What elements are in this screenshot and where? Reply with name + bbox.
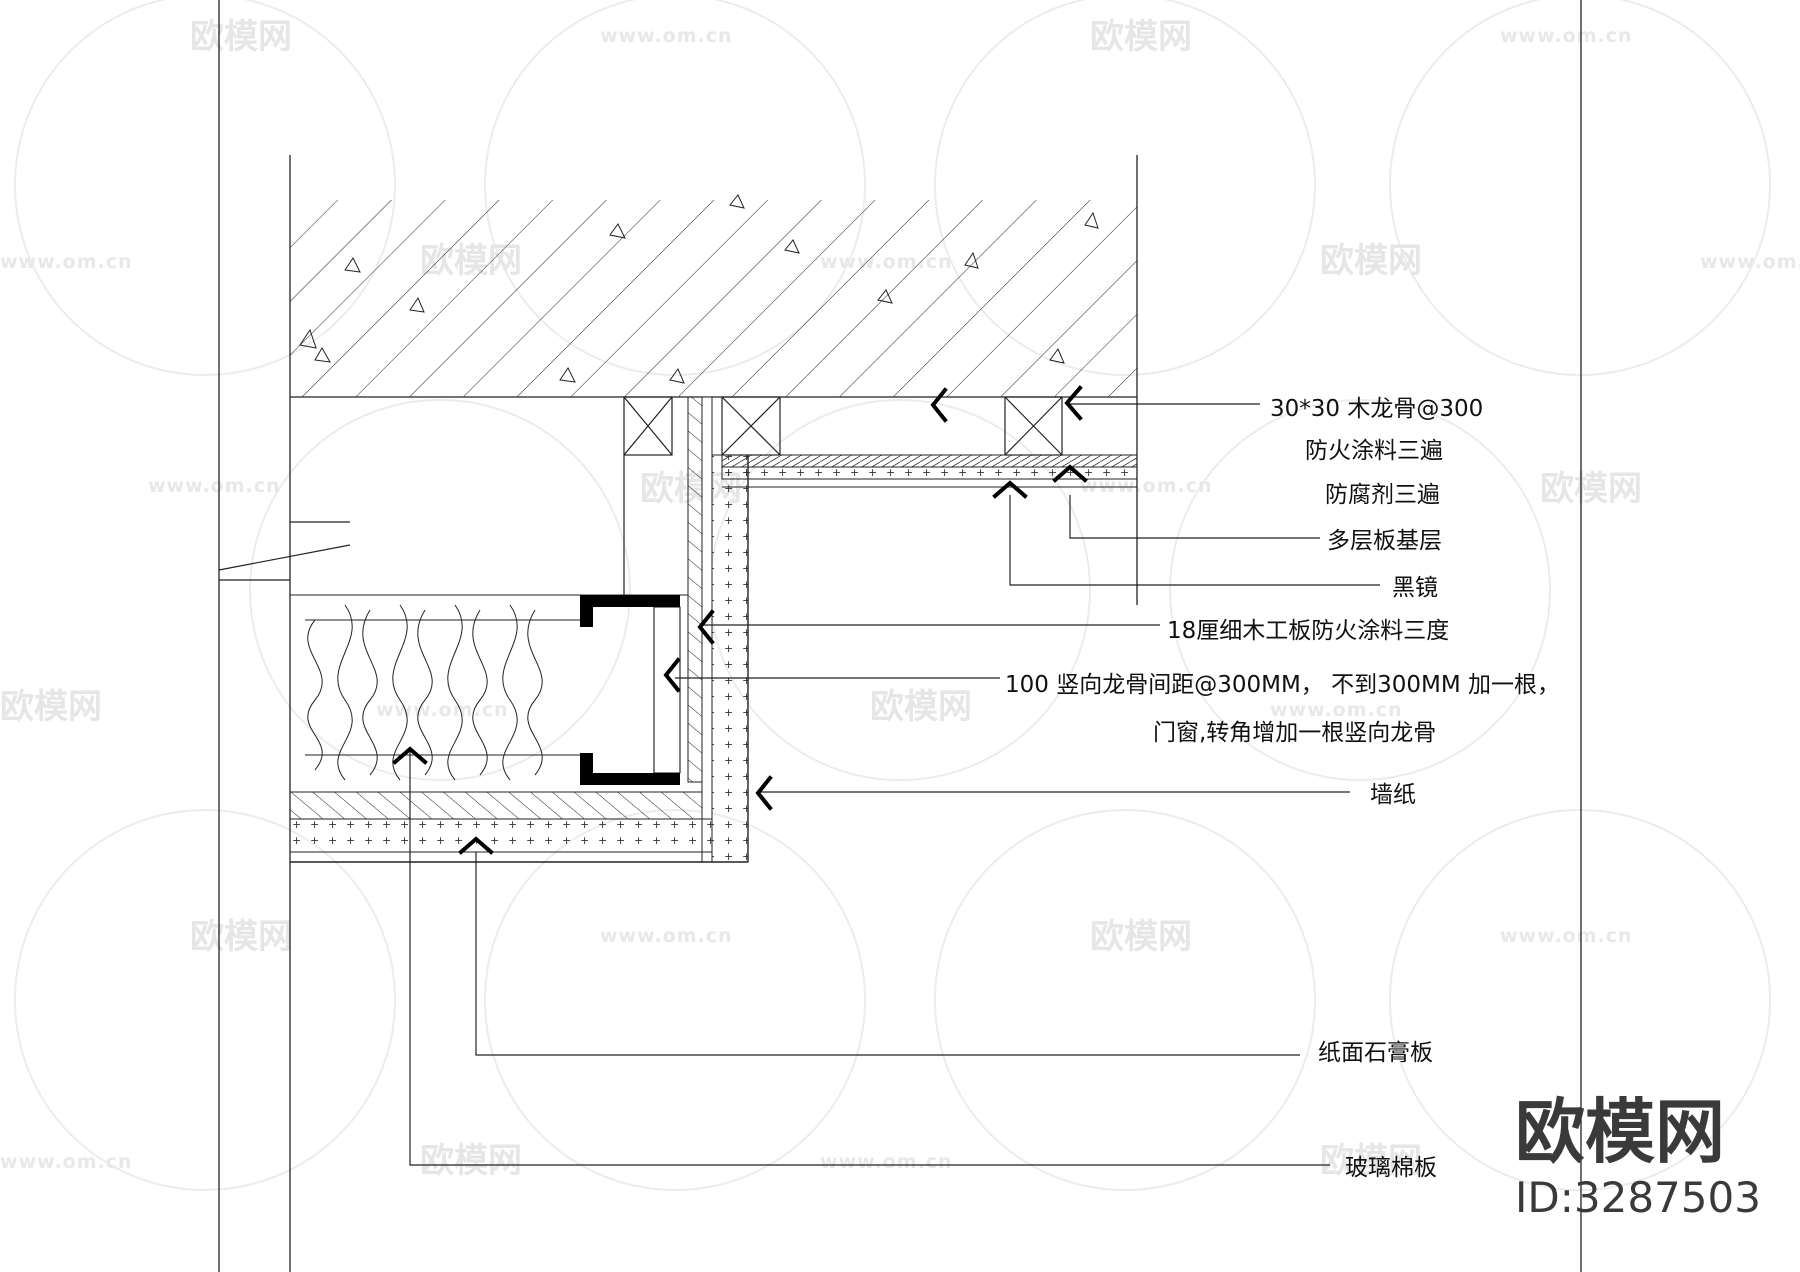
brand-id: ID:3287503 bbox=[1515, 1173, 1761, 1222]
side-wall-detail bbox=[218, 455, 625, 595]
watermark-logo: 欧模网 bbox=[190, 917, 292, 957]
ceiling-layers bbox=[721, 454, 1138, 488]
label-glass-wool: 玻璃棉板 bbox=[1345, 1155, 1437, 1181]
watermark-logo: 欧模网 bbox=[1090, 917, 1192, 957]
watermark-url: www.om.cn bbox=[1500, 925, 1633, 947]
brand-name: 欧模网 bbox=[1515, 1091, 1725, 1173]
brand-mark: 欧模网 ID:3287503 bbox=[1515, 1091, 1761, 1222]
watermark-url: www.om.cn bbox=[820, 1151, 953, 1173]
watermark-logo: 欧模网 bbox=[420, 1141, 522, 1181]
wall-layers bbox=[687, 396, 749, 863]
label-fire-coat: 防火涂料三遍 bbox=[1305, 438, 1443, 464]
watermark-logo: 欧模网 bbox=[1320, 241, 1422, 281]
label-gypsum-board: 纸面石膏板 bbox=[1318, 1040, 1433, 1066]
steel-stud bbox=[580, 595, 681, 785]
watermark-url: www.om.cn bbox=[1500, 25, 1633, 47]
watermark-logo: 欧模网 bbox=[1320, 1141, 1422, 1181]
watermark-logo: 欧模网 bbox=[190, 17, 292, 57]
label-wallpaper: 墙纸 bbox=[1370, 782, 1416, 808]
watermark-url: www.om.cn bbox=[0, 1151, 133, 1173]
watermark-logo: 欧模网 bbox=[870, 687, 972, 727]
watermark-logo: 欧模网 bbox=[1090, 17, 1192, 57]
label-keel: 30*30 木龙骨@300 bbox=[1270, 396, 1483, 422]
annotation-labels: 30*30 木龙骨@300 防火涂料三遍 防腐剂三遍 多层板基层 黑镜 18厘细… bbox=[1005, 396, 1560, 1181]
watermark-url: www.om.cn bbox=[1080, 475, 1213, 497]
leader-lines bbox=[409, 403, 1380, 1166]
watermark-layer: 欧模网 欧模网 欧模网 欧模网 欧模网 欧模网 欧模网 欧模网 欧模网 欧模网 … bbox=[0, 0, 1800, 1191]
label-stud-line2: 门窗,转角增加一根竖向龙骨 bbox=[1153, 720, 1436, 746]
watermark-url: www.om.cn bbox=[0, 251, 133, 273]
glass-wool-insulation bbox=[290, 594, 688, 793]
watermark-url: www.om.cn bbox=[600, 925, 733, 947]
concrete-slab bbox=[290, 194, 1137, 398]
label-blockboard: 18厘细木工板防火涂料三度 bbox=[1167, 618, 1449, 644]
label-stud-line1: 100 竖向龙骨间距@300MM， 不到300MM 加一根， bbox=[1005, 672, 1560, 698]
watermark-url: www.om.cn bbox=[376, 699, 509, 721]
watermark-url: www.om.cn bbox=[1270, 699, 1403, 721]
label-anticorrosion: 防腐剂三遍 bbox=[1325, 482, 1440, 508]
watermark-logo: 欧模网 bbox=[1540, 469, 1642, 509]
watermark-url: www.om.cn bbox=[1700, 251, 1800, 273]
bottom-layers bbox=[289, 791, 748, 863]
leader-arrows bbox=[392, 385, 1088, 855]
label-multilayer-board: 多层板基层 bbox=[1327, 528, 1442, 554]
watermark-logo: 欧模网 bbox=[0, 687, 102, 727]
watermark-url: www.om.cn bbox=[148, 475, 281, 497]
label-black-mirror: 黑镜 bbox=[1392, 575, 1438, 601]
watermark-url: www.om.cn bbox=[600, 25, 733, 47]
